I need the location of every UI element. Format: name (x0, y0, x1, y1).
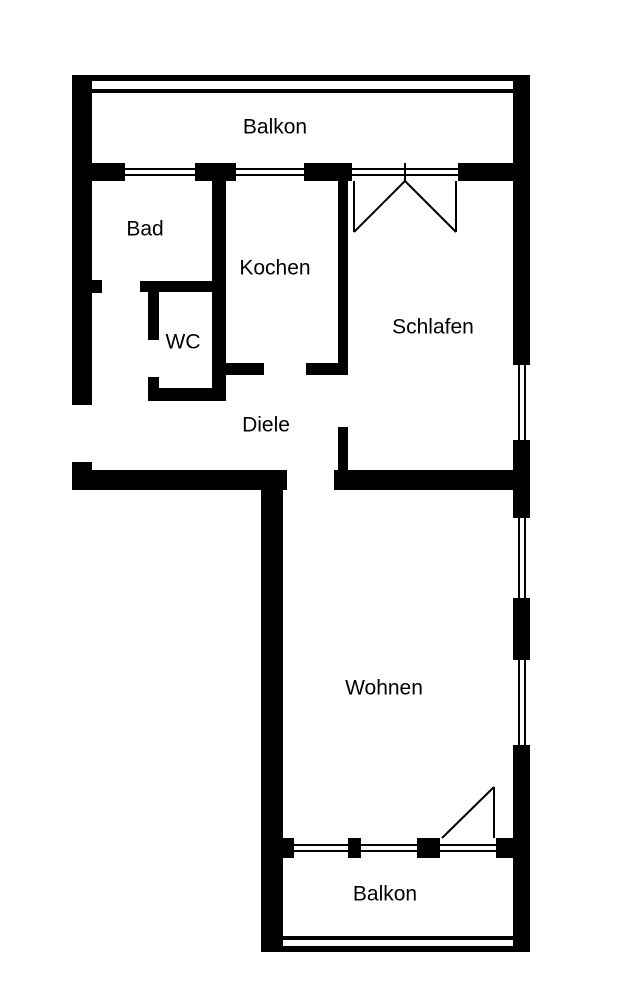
balcony-door-schlafen (352, 163, 458, 233)
room-label-schlafen: Schlafen (392, 316, 474, 339)
balcony-door-wohnen (440, 786, 496, 858)
balcony-rail-top-inner (92, 89, 513, 93)
room-label-balkon-top: Balkon (243, 116, 307, 139)
room-label-balkon-bottom: Balkon (353, 883, 417, 906)
wall-kochen-schlafen (338, 181, 348, 375)
window-wohnen-right-lower (513, 660, 530, 745)
window-kochen (236, 163, 304, 181)
room-label-bad: Bad (126, 218, 163, 241)
window-schlafen-right (513, 365, 530, 440)
balcony-rail-bottom-inner (283, 936, 513, 940)
balcony-rail-bottom-outer (261, 946, 530, 952)
wc-wall-left (148, 292, 159, 340)
room-label-kochen: Kochen (239, 257, 310, 280)
window-bad (125, 163, 195, 181)
kochen-wall-bottom-right (306, 363, 348, 375)
kochen-wall-bottom-left (226, 363, 264, 375)
outer-wall-left (72, 75, 92, 405)
window-wohnen-bottom-2 (361, 838, 417, 858)
bad-wall-stub (92, 280, 102, 293)
window-wohnen-right-upper (513, 518, 530, 598)
diele-wall-bottom (72, 470, 287, 490)
balcony-rail-top-outer (72, 75, 530, 81)
room-label-diele: Diele (242, 414, 290, 437)
wohnen-wall-left (261, 490, 283, 952)
room-label-wohnen: Wohnen (345, 677, 423, 700)
wall-bad-kochen (212, 181, 226, 401)
room-label-wc: WC (166, 331, 201, 354)
wall-schlafen-diele (338, 427, 348, 471)
wc-wall-bottom (148, 388, 226, 401)
wall-schlafen-wohnen (334, 470, 530, 490)
window-wohnen-bottom-1 (294, 838, 348, 858)
wall-bad-wc (140, 281, 212, 292)
